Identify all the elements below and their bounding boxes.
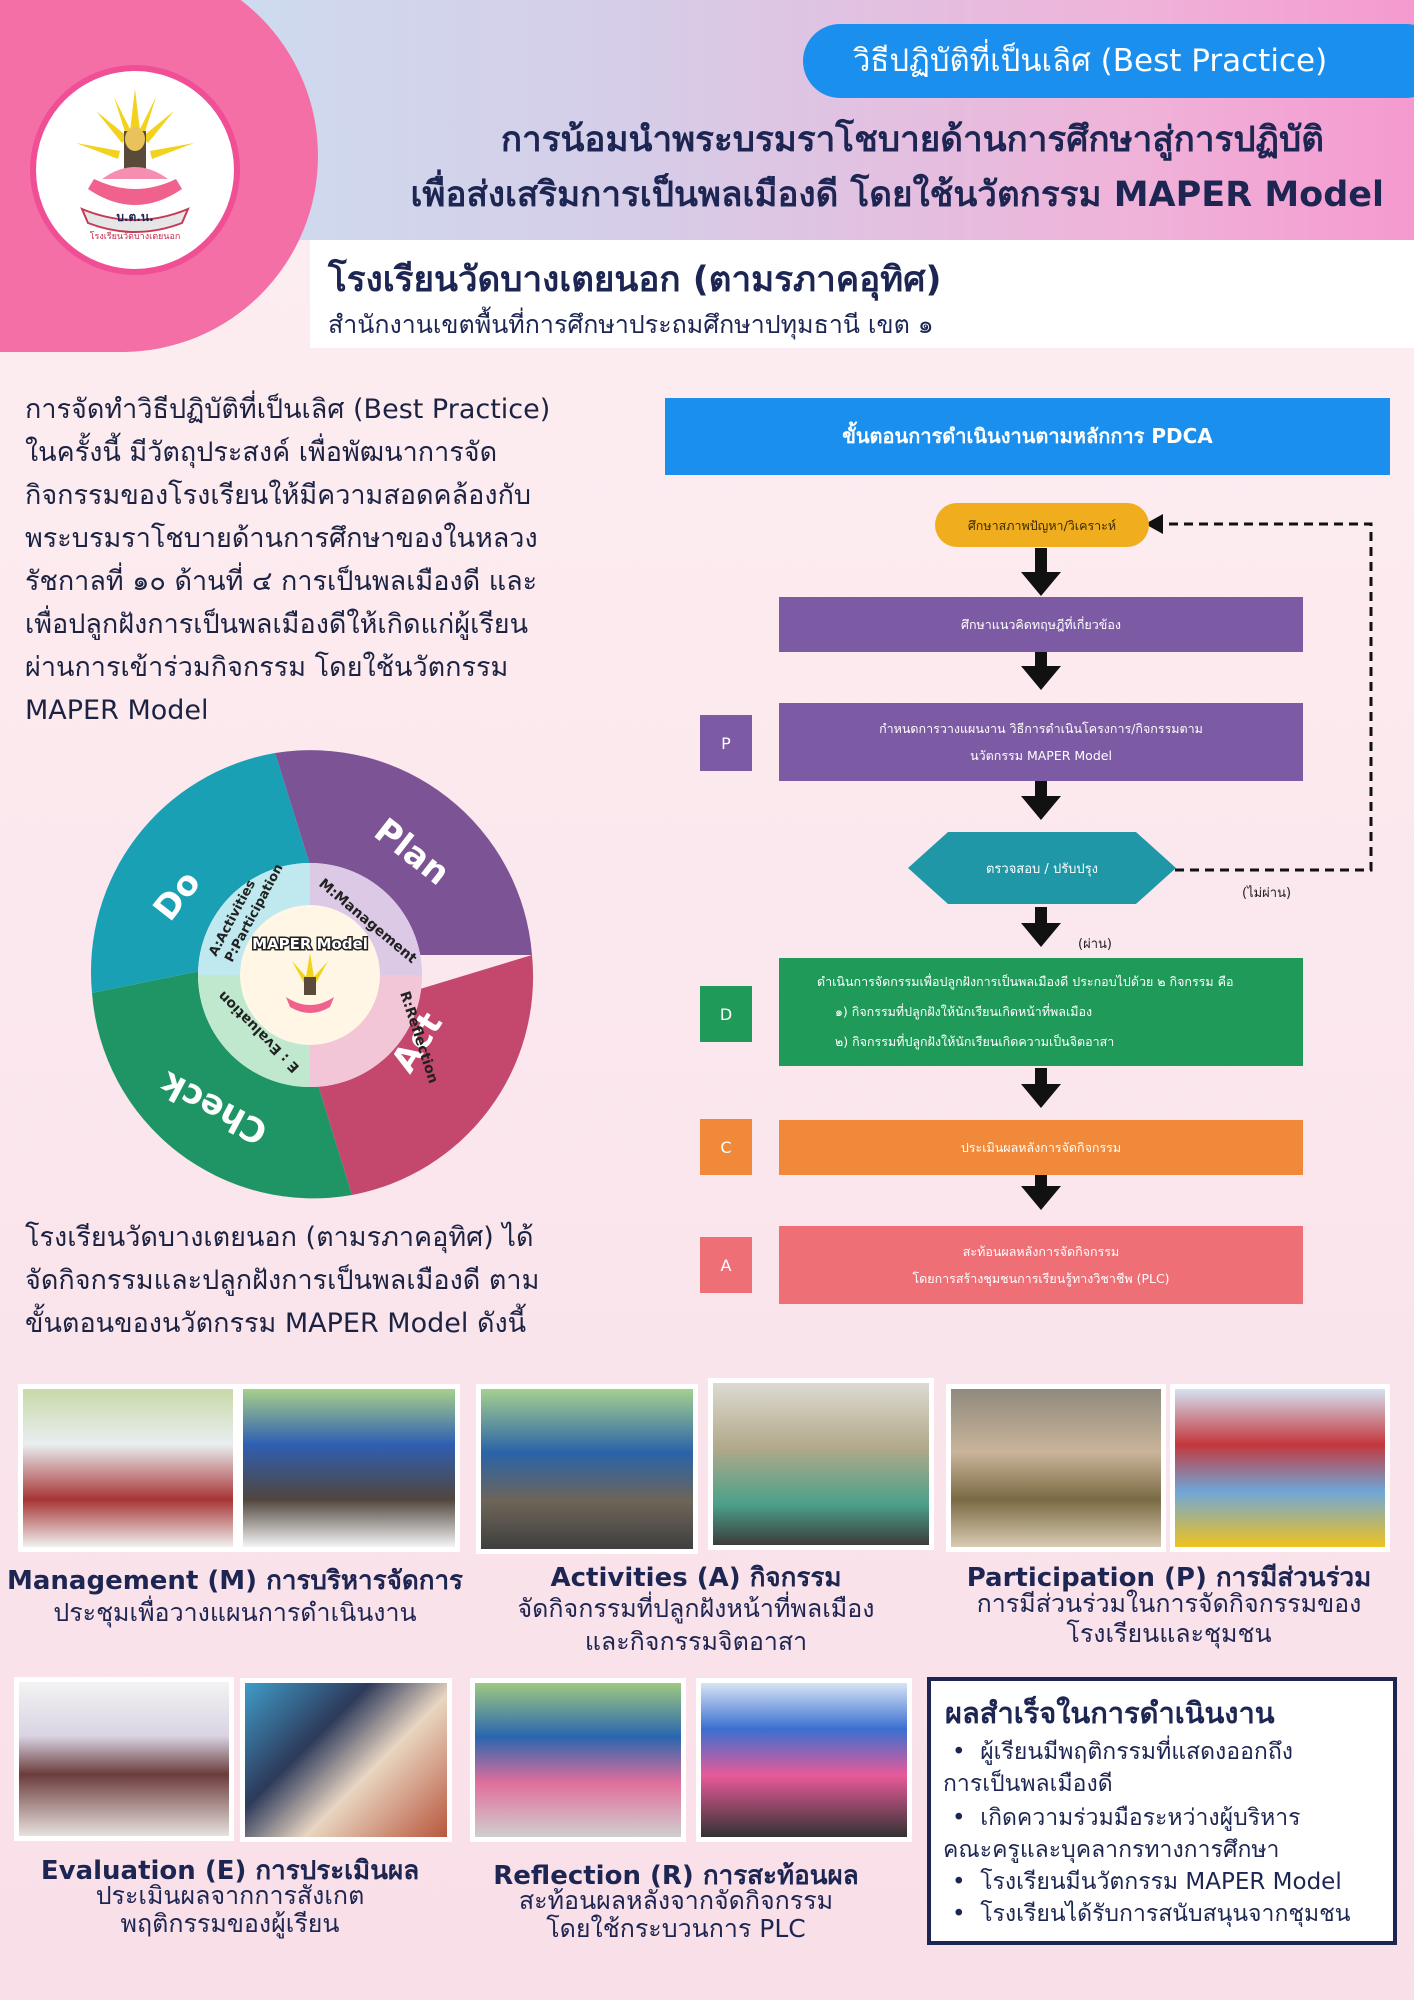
flow-step-do-line-2: ๑) กิจกรรมที่ปลูกฝังให้นักเรียนเกิดหน้าท…: [835, 1004, 1093, 1019]
page-title-line-2: เพื่อส่งเสริมการเป็นพลเมืองดี โดยใช้นวัต…: [410, 175, 1384, 215]
activities-subtitle-2: และกิจกรรมจิตอาสา: [584, 1627, 808, 1656]
logo-school-name: โรงเรียนวัดบางเตยนอก: [90, 231, 181, 242]
pdca-flow-arrows: [1021, 514, 1373, 1210]
flow-tag-a: A: [700, 1237, 752, 1293]
intro-line: MAPER Model: [25, 695, 209, 726]
results-item-4: โรงเรียนได้รับการสนับสนุนจากชุมชน: [980, 1901, 1351, 1927]
cycle-check-segment: [92, 971, 352, 1199]
participation-title: Participation (P) การมีส่วนร่วม: [966, 1563, 1372, 1593]
flow-step-check-label: ตรวจสอบ / ปรับปรุง: [986, 862, 1098, 877]
participation-subtitle-1: การมีส่วนร่วมในการจัดกิจกรรมของ: [976, 1589, 1362, 1618]
center-emblem-icon: [286, 953, 334, 1013]
flow-step-reflect-line-1: สะท้อนผลหลังการจัดกิจกรรม: [962, 1244, 1120, 1259]
school-logo: บ.ต.น. โรงเรียนวัดบางเตยนอก: [30, 65, 240, 275]
intro-line: พระบรมราโชบายด้านการศึกษาของในหลวง: [25, 523, 538, 554]
page-title-line-1: การน้อมนำพระบรมราโชบายด้านการศึกษาสู่การ…: [500, 120, 1324, 160]
results-item-2: เกิดความร่วมมือระหว่างผู้บริหาร: [980, 1805, 1301, 1831]
activities-subtitle-1: จัดกิจกรรมที่ปลูกฝังหน้าที่พลเมือง: [517, 1594, 875, 1623]
evaluation-title: Evaluation (E) การประเมินผล: [40, 1856, 420, 1886]
intro-line: เพื่อปลูกฝังการเป็นพลเมืองดีให้เกิดแก่ผู…: [25, 609, 529, 640]
flow-step-do: ดำเนินการจัดกรรมเพื่อปลูกฝังการเป็นพลเมื…: [779, 958, 1303, 1066]
school-name: โรงเรียนวัดบางเตยนอก (ตามรภาคอุทิศ): [328, 260, 942, 300]
photo-evaluation-2: [240, 1678, 452, 1842]
cycle-center-label: MAPER Model: [252, 935, 368, 953]
results-item-3: โรงเรียนมีนวัตกรรม MAPER Model: [980, 1869, 1342, 1895]
outro-line: ขั้นตอนของนวัตกรรม MAPER Model ดังนี้: [25, 1308, 527, 1339]
bullet-icon: •: [952, 1739, 981, 1765]
photo-activities-1: [476, 1384, 698, 1554]
photo-management-meeting-2: [238, 1384, 460, 1552]
evaluation-subtitle-2: พฤติกรรมของผู้เรียน: [120, 1909, 340, 1938]
bullet-icon: •: [952, 1869, 981, 1895]
activities-title: Activities (A) กิจกรรม: [550, 1563, 842, 1593]
results-bullet-2: • เกิดความร่วมมือระหว่างผู้บริหาร: [952, 1800, 1301, 1836]
intro-line: การจัดทำวิธีปฏิบัติที่เป็นเลิศ (Best Pra…: [25, 394, 551, 425]
evaluation-subtitle-1: ประเมินผลจากการสังเกต: [95, 1881, 365, 1910]
reflection-title: Reflection (R) การสะท้อนผล: [493, 1861, 859, 1891]
cycle-act-segment: [318, 955, 534, 1195]
flow-step-plan-line-1: กำหนดการวางแผนงาน วิธีการดำเนินโครงการ/ก…: [879, 721, 1203, 736]
bullet-icon: •: [952, 1805, 981, 1831]
results-title: ผลสำเร็จในการดำเนินงาน: [945, 1696, 1275, 1730]
reflection-subtitle-2: โดยใช้กระบวนการ PLC: [546, 1914, 806, 1943]
flow-step-evaluate-label: ประเมินผลหลังการจัดกิจกรรม: [960, 1140, 1122, 1155]
results-item-2-cont: คณะครูและบุคลากรทางการศึกษา: [943, 1837, 1280, 1863]
results-item-1-cont: การเป็นพลเมืองดี: [943, 1771, 1113, 1797]
results-bullet-1: • ผู้เรียนมีพฤติกรรมที่แสดงออกถึง: [952, 1734, 1293, 1770]
flow-tag-d: D: [700, 986, 752, 1042]
flow-step-check-diamond: ตรวจสอบ / ปรับปรุง: [908, 832, 1176, 904]
school-office: สำนักงานเขตพื้นที่การศึกษาประถมศึกษาปทุม…: [328, 310, 934, 339]
flow-step-plan: กำหนดการวางแผนงาน วิธีการดำเนินโครงการ/ก…: [779, 703, 1303, 781]
photo-evaluation-1: [14, 1677, 234, 1841]
participation-subtitle-2: โรงเรียนและชุมชน: [1066, 1619, 1272, 1648]
results-bullet-3: • โรงเรียนมีนวัตกรรม MAPER Model: [952, 1864, 1342, 1900]
photo-participation-1: [946, 1384, 1166, 1552]
flow-fail-label: (ไม่ผ่าน): [1242, 886, 1292, 901]
flow-step-theory-label: ศึกษาแนวคิดทฤษฎีที่เกี่ยวข้อง: [961, 617, 1121, 632]
flow-step-do-line-1: ดำเนินการจัดกรรมเพื่อปลูกฝังการเป็นพลเมื…: [817, 974, 1234, 989]
photo-activities-2: [708, 1378, 934, 1550]
results-bullet-4: • โรงเรียนได้รับการสนับสนุนจากชุมชน: [952, 1896, 1350, 1932]
reflection-subtitle-1: สะท้อนผลหลังจากจัดกิจกรรม: [518, 1886, 834, 1915]
photo-management-meeting-1: [18, 1384, 238, 1552]
maper-cycle-diagram: Plan Act Check Do M:Management R:Reflect…: [90, 750, 534, 1199]
intro-paragraph: การจัดทำวิธีปฏิบัติที่เป็นเลิศ (Best Pra…: [25, 388, 550, 732]
intro-line: ผ่านการเข้าร่วมกิจกรรม โดยใช้นวัตกรรม: [25, 652, 509, 683]
flow-step-study-label: ศึกษาสภาพปัญหา/วิเคราะห์: [967, 517, 1117, 533]
management-subtitle: ประชุมเพื่อวางแผนการดำเนินงาน: [53, 1598, 417, 1627]
management-title: Management (M) การบริหารจัดการ: [6, 1566, 464, 1596]
flow-tag-c: C: [700, 1119, 752, 1175]
results-item-1: ผู้เรียนมีพฤติกรรมที่แสดงออกถึง: [980, 1739, 1293, 1765]
photo-reflection-1: [470, 1678, 686, 1842]
flow-pass-label: (ผ่าน): [1078, 937, 1112, 952]
flow-step-do-line-3: ๒) กิจกรรมที่ปลูกฝังให้นักเรียนเกิดความเ…: [835, 1034, 1115, 1049]
outro-line: โรงเรียนวัดบางเตยนอก (ตามรภาคอุทิศ) ได้: [25, 1222, 534, 1253]
flow-step-plan-line-2: นวัตกรรม MAPER Model: [970, 748, 1112, 763]
logo-initials: บ.ต.น.: [116, 210, 153, 224]
outro-line: จัดกิจกรรมและปลูกฝังการเป็นพลเมืองดี ตาม: [25, 1265, 540, 1296]
bullet-icon: •: [952, 1901, 981, 1927]
intro-line: ในครั้งนี้ มีวัตถุประสงค์ เพื่อพัฒนาการจ…: [25, 437, 498, 468]
flow-step-theory: ศึกษาแนวคิดทฤษฎีที่เกี่ยวข้อง: [779, 597, 1303, 652]
flow-step-reflect: สะท้อนผลหลังการจัดกิจกรรม โดยการสร้างชุม…: [779, 1226, 1303, 1304]
photo-participation-2: [1170, 1384, 1390, 1552]
cycle-do-segment: [90, 753, 310, 993]
school-emblem-icon: บ.ต.น. โรงเรียนวัดบางเตยนอก: [76, 89, 194, 242]
results-panel: [927, 1677, 1397, 1945]
flow-step-reflect-line-2: โดยการสร้างชุมชนการเรียนรู้ทางวิชาชีพ (P…: [912, 1271, 1170, 1286]
flow-tag-p: P: [700, 715, 752, 771]
pdca-flow-header: ขั้นตอนการดำเนินงานตามหลักการ PDCA: [665, 398, 1390, 475]
intro-line: รัชกาลที่ ๑๐ ด้านที่ ๔ การเป็นพลเมืองดี …: [25, 566, 538, 597]
outro-paragraph: โรงเรียนวัดบางเตยนอก (ตามรภาคอุทิศ) ได้ …: [25, 1216, 539, 1345]
intro-line: กิจกรรมของโรงเรียนให้มีความสอดคล้องกับ: [25, 480, 532, 511]
flow-step-evaluate: ประเมินผลหลังการจัดกิจกรรม: [779, 1120, 1303, 1175]
school-info-band: [310, 240, 1414, 348]
best-practice-badge: วิธีปฏิบัติที่เป็นเลิศ (Best Practice): [803, 24, 1414, 98]
cycle-plan-segment: [275, 750, 532, 955]
photo-reflection-2: [696, 1678, 912, 1842]
flow-step-study: ศึกษาสภาพปัญหา/วิเคราะห์: [935, 503, 1149, 547]
